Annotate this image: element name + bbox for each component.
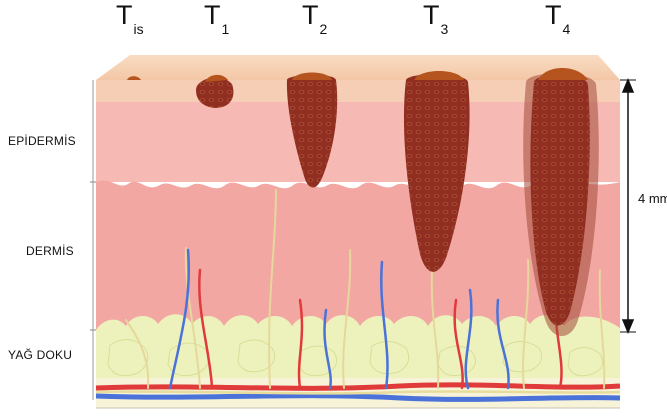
stage-label-tis: Tis: [116, 2, 144, 29]
layer-label-fat: YAĞ DOKU: [8, 348, 72, 362]
fat-layer: [96, 314, 620, 388]
stage-label-t4: T4: [545, 2, 570, 29]
artery-bottom: [96, 385, 620, 388]
layer-label-dermis: DERMİS: [26, 244, 74, 258]
depth-label: 4 mm: [638, 191, 667, 206]
depth-arrow: [620, 80, 636, 332]
stage-label-t2: T2: [302, 2, 327, 29]
vein-bottom: [96, 396, 620, 400]
stage-label-t1: T1: [204, 2, 229, 29]
stage-label-t3: T3: [423, 2, 448, 29]
layer-label-epidermis: EPİDERMİS: [8, 134, 76, 148]
